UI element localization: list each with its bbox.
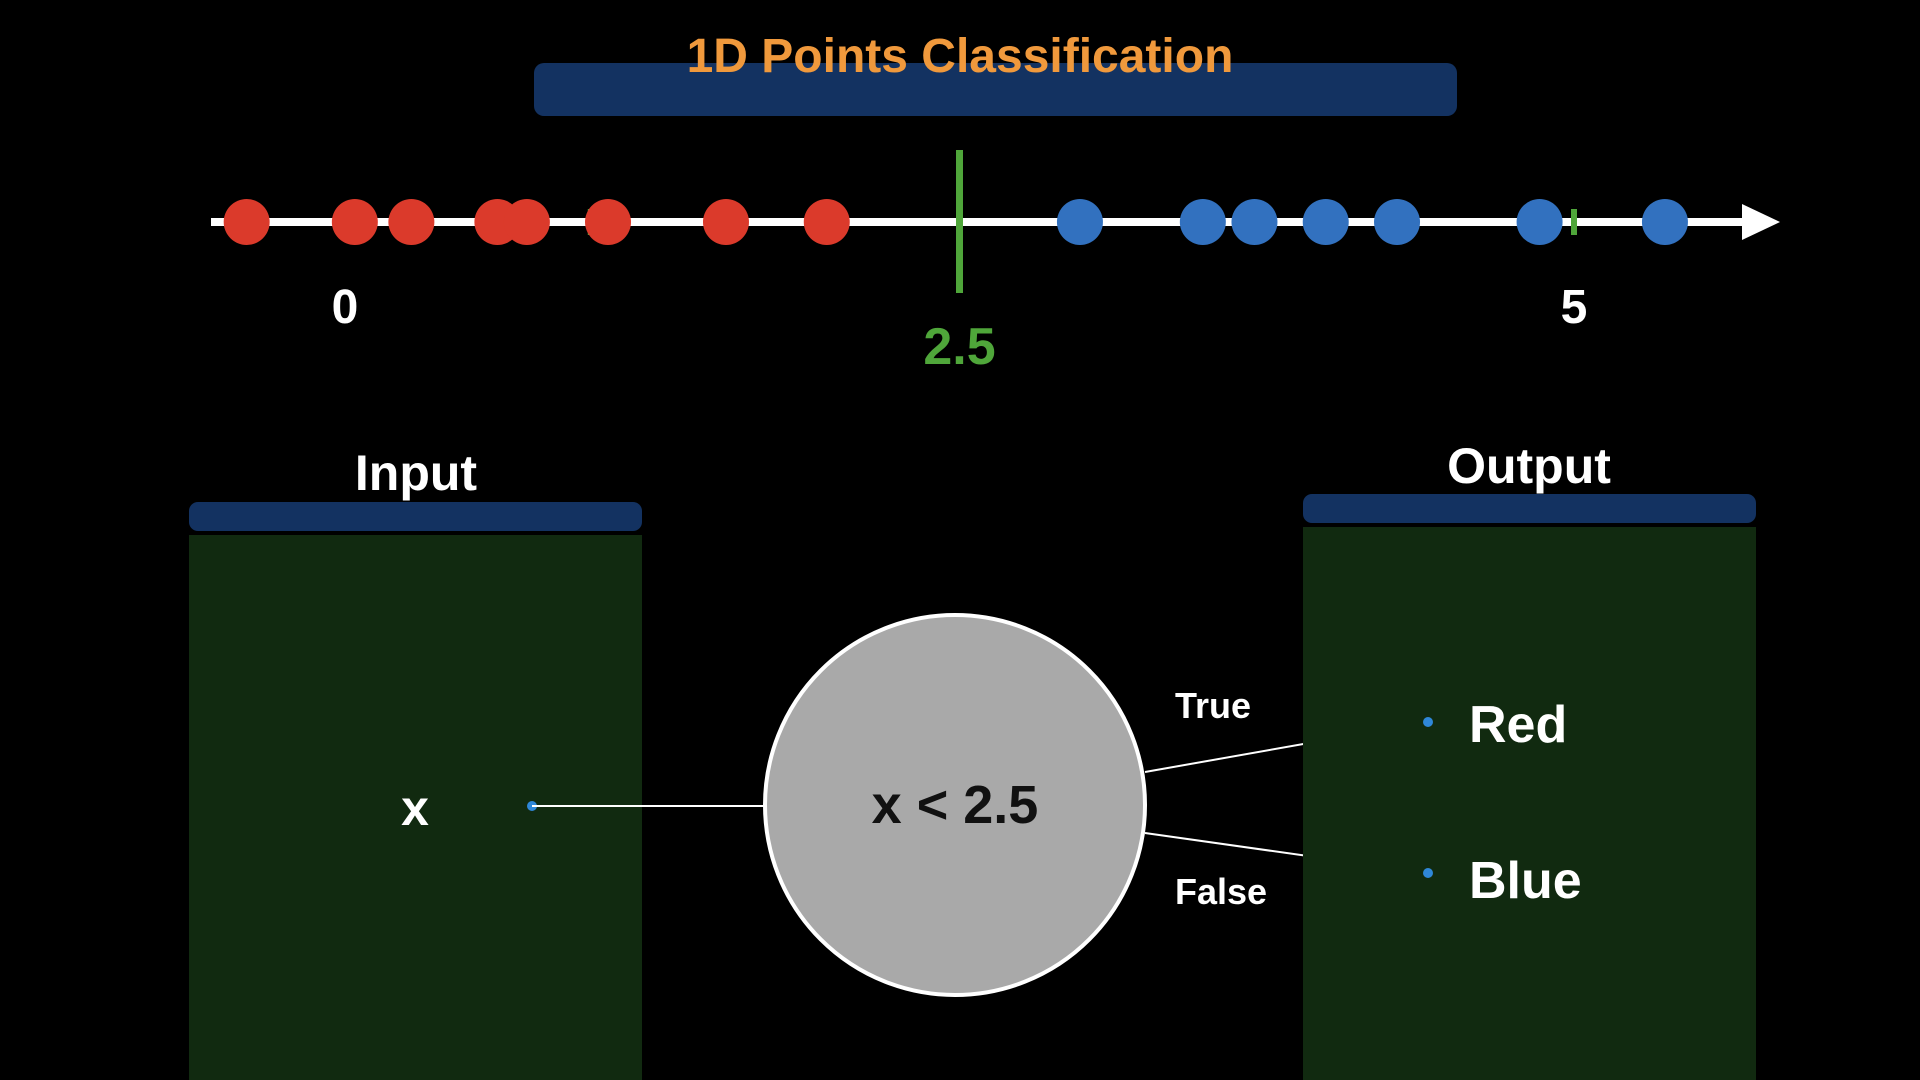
decision-node: x < 2.5 [763, 613, 1147, 997]
input-panel-body [189, 535, 642, 1080]
red-connector-dot [1423, 717, 1433, 727]
tick-label-0: 0 [332, 281, 359, 334]
output-heading: Output [1447, 438, 1611, 494]
blue-point [1374, 199, 1421, 245]
blue-connector-dot [1423, 868, 1433, 878]
false-branch-label: False [1175, 871, 1267, 912]
output-panel: Output Red Blue [1303, 438, 1756, 1080]
red-point [223, 199, 270, 245]
red-point [803, 199, 850, 245]
output-panel-body [1303, 527, 1756, 1080]
blue-point [1179, 199, 1226, 245]
title-banner [534, 63, 1457, 116]
red-point [388, 199, 435, 245]
red-point [503, 199, 550, 245]
input-heading: Input [355, 445, 478, 501]
input-header-bar [189, 502, 642, 531]
decision-node-circle [763, 613, 1147, 997]
blue-point [1302, 199, 1349, 245]
red-point [585, 199, 632, 245]
tick-label-5: 5 [1561, 281, 1588, 334]
axis-arrowhead [1742, 204, 1780, 240]
red-point [331, 199, 378, 245]
input-variable-x: x [401, 780, 429, 836]
true-branch-label: True [1175, 685, 1251, 726]
red-point [702, 199, 749, 245]
output-class-blue: Blue [1469, 852, 1582, 910]
blue-point [1056, 199, 1103, 245]
output-class-red: Red [1469, 696, 1567, 754]
number-line: 0 5 2.5 [211, 150, 1780, 376]
threshold-label: 2.5 [923, 318, 995, 376]
blue-point [1231, 199, 1278, 245]
blue-point [1641, 199, 1688, 245]
data-points [223, 199, 1688, 245]
output-header-bar [1303, 494, 1756, 523]
decision-condition: x < 2.5 [872, 775, 1039, 835]
input-panel: Input x [189, 445, 642, 1080]
blue-point [1516, 199, 1563, 245]
diagram-title: 1D Points Classification [687, 30, 1234, 83]
